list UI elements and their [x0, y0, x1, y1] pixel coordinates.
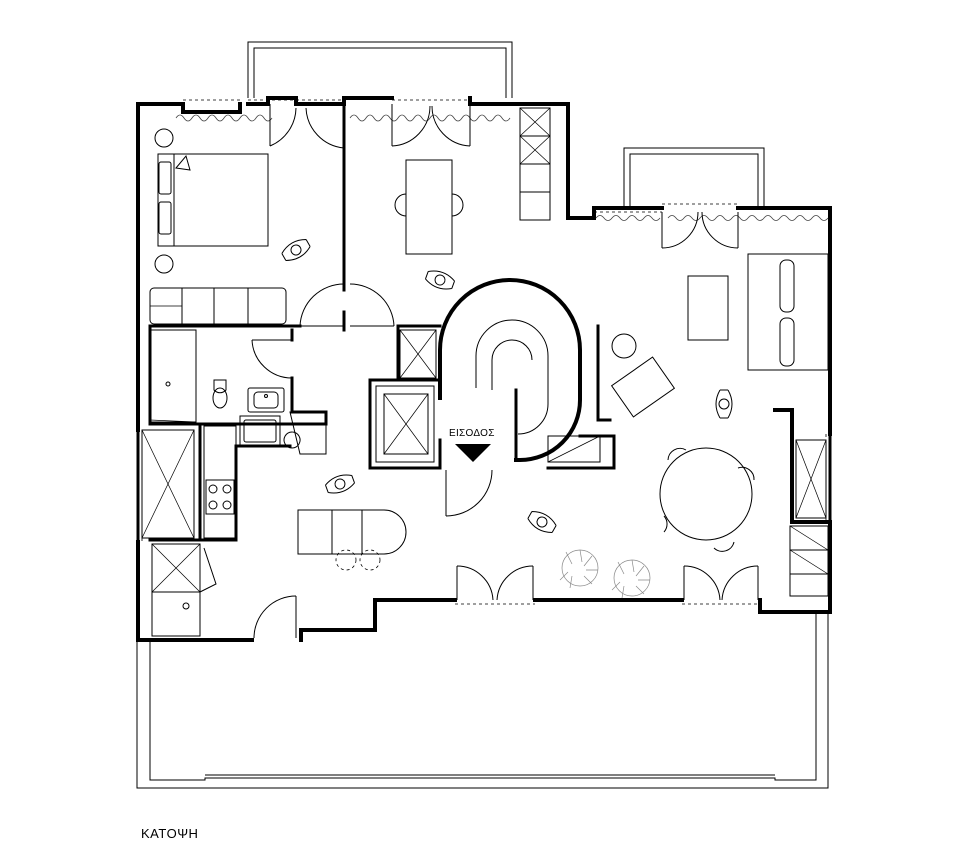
- person-topview-icon: [527, 511, 557, 533]
- plan-caption: ΚΑΤΟΨΗ: [141, 826, 199, 841]
- bathroom-fixtures: [149, 329, 285, 423]
- person-topview-icon: [281, 239, 311, 261]
- study-furniture: [394, 107, 551, 255]
- living-furniture: [610, 253, 829, 597]
- bottom-terrace: [136, 612, 829, 789]
- triangle-down-icon: [455, 444, 491, 462]
- windows: [141, 99, 827, 605]
- bedroom-furniture: [149, 128, 287, 325]
- rugs: [559, 549, 651, 599]
- top-balcony-left: [247, 41, 513, 98]
- top-balcony-right: [623, 147, 765, 208]
- curtains: [175, 114, 829, 221]
- person-topview-icon: [325, 474, 355, 494]
- person-topview-icon: [715, 389, 733, 419]
- entrance-label: ΕΙΣΟΔΟΣ: [449, 428, 495, 439]
- person-topview-icon: [425, 270, 455, 290]
- entrance-marker: ΕΙΣΟΔΟΣ: [449, 428, 495, 462]
- doors: [251, 104, 759, 639]
- core: [375, 278, 601, 463]
- exterior-walls: [136, 96, 832, 642]
- kitchen-fixtures: [151, 411, 407, 637]
- interior-walls: [148, 102, 616, 542]
- left-glazing-box: [141, 429, 195, 539]
